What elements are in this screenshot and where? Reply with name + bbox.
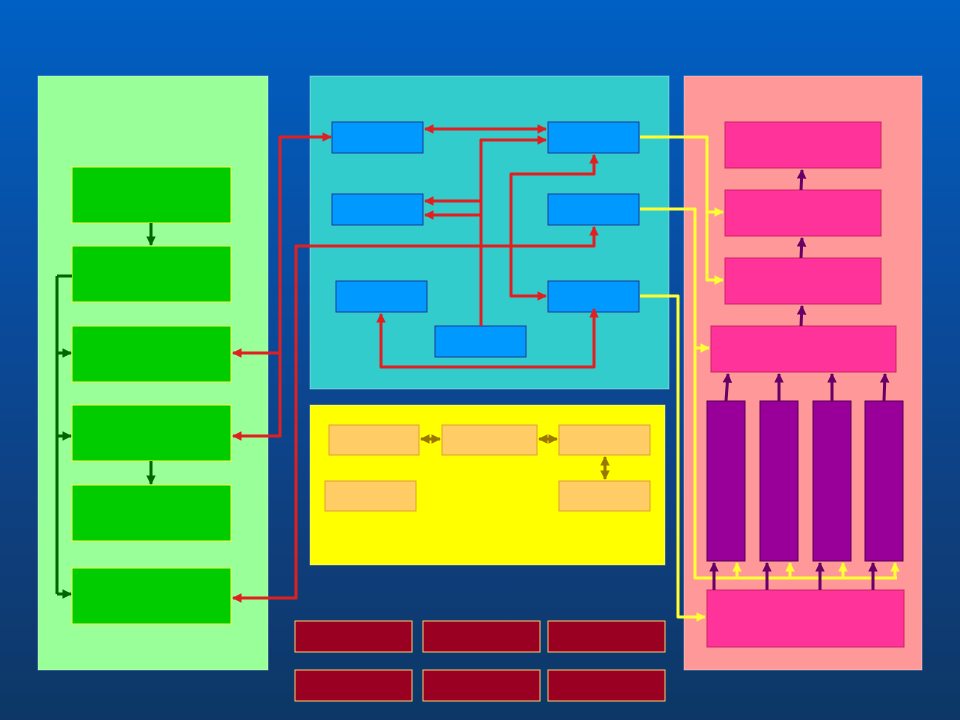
orange-block-1 <box>328 424 420 456</box>
purple-block-3 <box>812 400 852 562</box>
yellow-link-blue5-pink3 <box>640 135 724 285</box>
red-link-blue5-blue7 <box>509 154 599 301</box>
purple-arrow-col1 <box>722 373 733 402</box>
orange-block-4 <box>324 480 417 512</box>
darkred-block-6 <box>547 669 666 702</box>
darkred-block-5 <box>422 669 541 702</box>
darkred-block-1 <box>294 620 413 653</box>
pink-block-1 <box>724 121 882 169</box>
blue-block-7 <box>547 280 640 313</box>
purple-arrow-pink3-2 <box>796 237 807 259</box>
darkred-block-3 <box>547 620 666 653</box>
blue-block-3 <box>335 280 428 313</box>
purple-block-4 <box>864 400 904 562</box>
green-block-5 <box>71 484 232 542</box>
pink-block-5 <box>706 589 905 648</box>
green-block-3 <box>71 325 232 383</box>
green-block-2 <box>71 245 232 303</box>
yellow-link-blue6-bus <box>640 207 897 580</box>
yellow-link-blue7-pink5 <box>640 294 706 622</box>
purple-block-2 <box>759 400 799 562</box>
pink-block-3 <box>724 257 882 305</box>
blue-block-1 <box>331 121 424 154</box>
orange-block-5 <box>558 480 651 512</box>
purple-arrow-pink2-1 <box>796 169 807 191</box>
purple-arrow-col4 <box>879 373 890 402</box>
green-block-6 <box>71 567 232 625</box>
orange-block-2 <box>441 424 538 456</box>
blue-block-2 <box>331 193 424 226</box>
darkred-block-2 <box>422 620 541 653</box>
green-block-1 <box>71 166 232 224</box>
blue-block-5 <box>547 121 640 154</box>
purple-block-1 <box>706 400 746 562</box>
blue-block-6 <box>547 193 640 226</box>
green-block-4 <box>71 404 232 462</box>
red-link-blue4-blue5 <box>479 135 547 326</box>
pink-block-2 <box>724 189 882 237</box>
purple-arrow-pink4-3 <box>796 305 807 327</box>
darkred-block-4 <box>294 669 413 702</box>
pink-block-4 <box>710 325 897 373</box>
blue-block-4 <box>434 325 527 358</box>
red-link-blue3-blue7 <box>376 308 599 369</box>
orange-block-3 <box>558 424 651 456</box>
